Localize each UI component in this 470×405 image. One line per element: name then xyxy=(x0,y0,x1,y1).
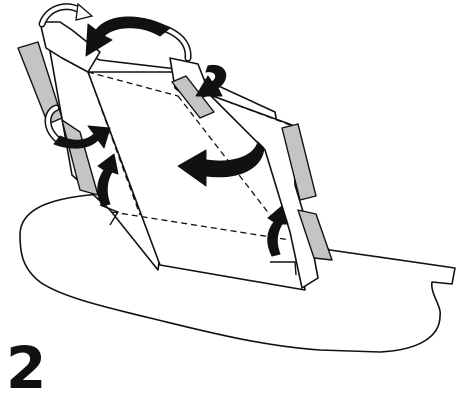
step-number: 2 xyxy=(6,333,46,403)
top-left-white-arrowhead-icon xyxy=(76,4,92,20)
